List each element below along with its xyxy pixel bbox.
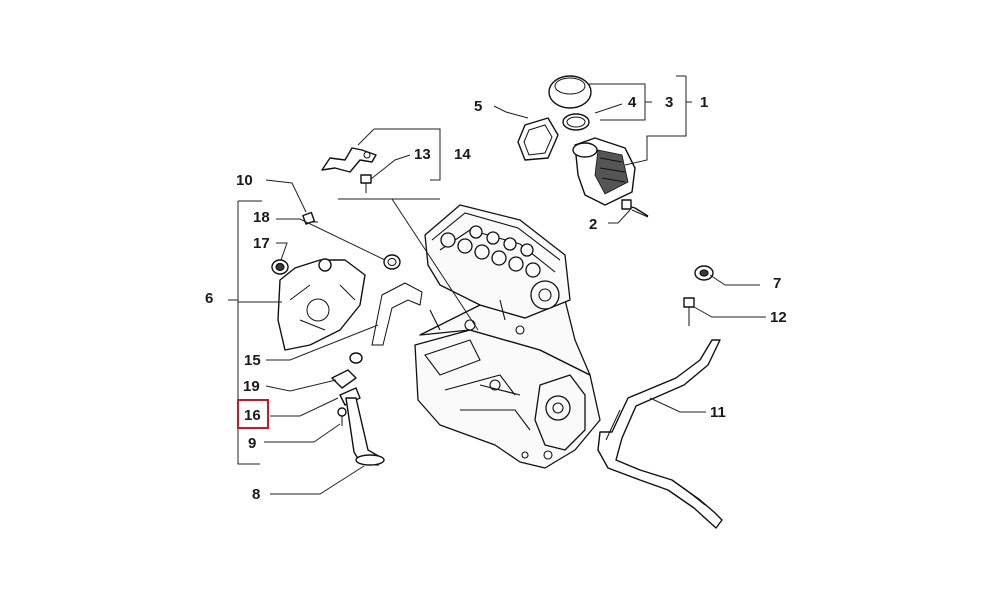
leader-lines: [228, 75, 766, 495]
filler-cap-seal-ring: [562, 113, 590, 131]
pipe-bolt: [683, 297, 695, 326]
callout-7: 7: [773, 275, 781, 292]
callout-14: 14: [454, 146, 471, 163]
callout-13: 13: [414, 146, 431, 163]
dipstick-o-ring: [349, 352, 363, 364]
callout-2: 2: [589, 216, 597, 233]
callout-8: 8: [252, 486, 260, 503]
timing-cover: [277, 258, 366, 351]
callout-6: 6: [205, 290, 213, 307]
callout-17: 17: [253, 235, 270, 252]
callout-19: 19: [243, 378, 260, 395]
callout-12: 12: [770, 309, 787, 326]
callout-10: 10: [236, 172, 253, 189]
bracket-bolt: [360, 174, 372, 193]
callout-3: 3: [665, 94, 673, 111]
callout-15: 15: [244, 352, 261, 369]
timing-cover-seal: [271, 259, 289, 275]
dipstick-tube-flange: [339, 387, 361, 406]
oil-filler-cap: [548, 75, 592, 109]
engine-block: [414, 204, 601, 469]
housing-gasket: [517, 117, 559, 161]
housing-bolt: [621, 199, 649, 218]
dipstick-gasket: [331, 369, 357, 389]
callout-9: 9: [248, 435, 256, 452]
breather-bracket: [321, 147, 377, 173]
camshaft-lobes: [440, 225, 541, 278]
oil-pickup-tube: [345, 397, 385, 466]
oil-filler-neck-housing: [572, 137, 636, 206]
highlight-box: [237, 399, 269, 429]
cover-screw: [302, 211, 318, 225]
plug-seal: [694, 265, 714, 281]
callout-labels: 1 2 3 4 5 6 7 8 9 10 11 12 13 14 15 16 1…: [205, 94, 787, 503]
callout-4: 4: [628, 94, 637, 111]
callout-16: 16: [244, 407, 261, 424]
callout-1: 1: [700, 94, 708, 111]
callout-18: 18: [253, 209, 270, 226]
callout-11: 11: [710, 404, 726, 421]
cover-o-ring: [383, 254, 401, 270]
dipstick-screw: [337, 407, 347, 426]
cover-gasket: [371, 282, 423, 346]
coolant-pipe: [597, 339, 723, 529]
callout-5: 5: [474, 98, 482, 115]
